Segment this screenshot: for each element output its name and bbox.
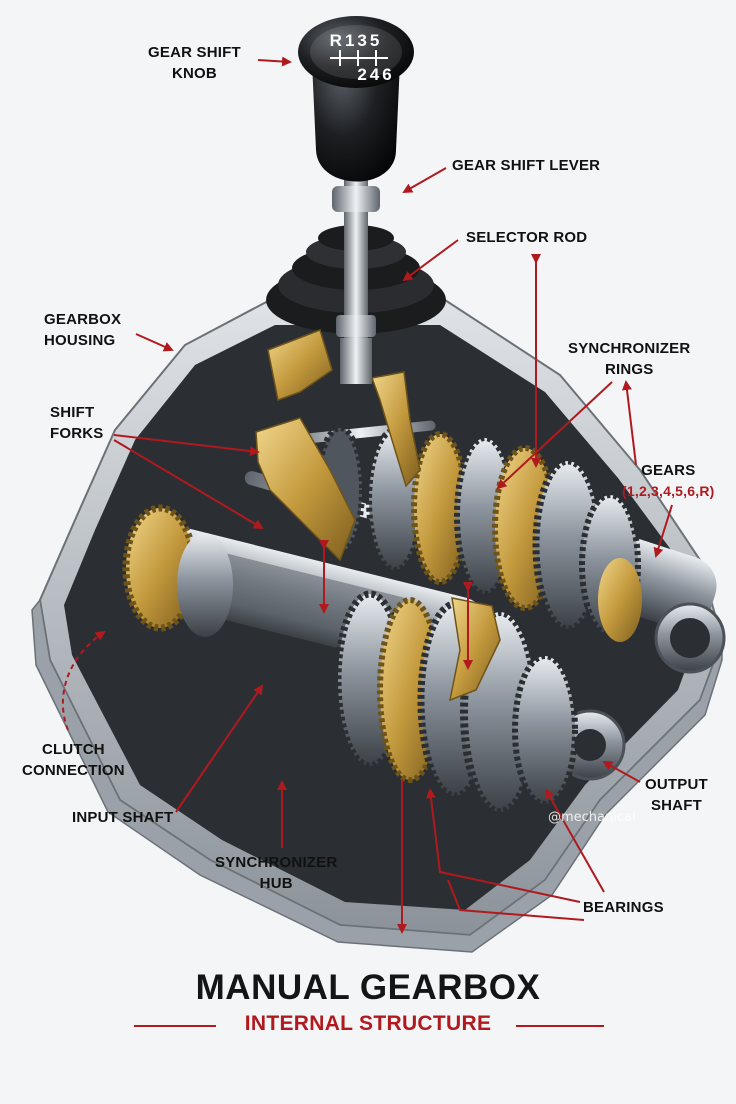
arrow-gears-1 [621, 380, 637, 466]
label-output-shaft: OUTPUT SHAFT [645, 774, 708, 816]
label-gears-line1: GEARS [641, 462, 696, 479]
label-gearbox-housing-line1: GEARBOX [44, 311, 122, 328]
label-gear-shift-knob: GEAR SHIFT KNOB [148, 42, 241, 84]
shift-forks [255, 329, 501, 702]
label-gear-shift-lever-line1: GEAR SHIFT LEVER [452, 157, 601, 174]
arrow-output-shaft [602, 761, 641, 783]
arrow-housing [135, 333, 174, 352]
arrow-selector-rod [402, 239, 459, 282]
subtitle-rule-right [516, 1025, 604, 1027]
label-bearings: BEARINGS [583, 897, 664, 918]
label-synchronizer-hub: SYNCHRONIZER HUB [215, 852, 337, 894]
arrow-forks-2 [113, 439, 264, 530]
arrow-bearings-3 [447, 879, 585, 921]
shift-pattern-bottom: 246 [357, 65, 394, 84]
label-gearbox-housing: GEARBOX HOUSING [44, 309, 121, 351]
arrow-gears-2 [653, 504, 673, 558]
watermark: @mechanical [548, 810, 636, 825]
arrow-input-shaft [175, 684, 264, 813]
label-shift-forks-line2: FORKS [50, 425, 104, 442]
label-clutch-connection: CLUTCH CONNECTION [22, 739, 125, 781]
shift-pattern-top: R135 [330, 31, 383, 50]
diagram-title: MANUAL GEARBOX [195, 968, 541, 1007]
label-selector-rod-line1: SELECTOR ROD [466, 229, 588, 246]
arrow-knob [257, 56, 292, 67]
label-synchronizer-hub-line2: HUB [259, 875, 293, 892]
gear-shift-lever [332, 180, 380, 384]
label-gear-shift-knob-line1: GEAR SHIFT [148, 44, 241, 61]
label-selector-rod: SELECTOR ROD [466, 227, 587, 248]
arrow-sync-rings [496, 381, 613, 490]
label-synchronizer-rings-line1: SYNCHRONIZER [568, 340, 691, 357]
label-synchronizer-rings: SYNCHRONIZER RINGS [568, 338, 690, 380]
subtitle-rule-left [134, 1025, 216, 1027]
gear-stack-lower [122, 504, 578, 816]
label-shift-forks-line1: SHIFT [50, 404, 95, 421]
label-input-shaft: INPUT SHAFT [72, 807, 173, 828]
label-clutch-connection-line2: CONNECTION [22, 762, 125, 779]
label-output-shaft-line1: OUTPUT [645, 776, 708, 793]
label-bearings-line1: BEARINGS [583, 899, 664, 916]
diagram-subtitle: INTERNAL STRUCTURE [244, 1012, 492, 1035]
gear-shift-knob: R135 246 [298, 16, 414, 182]
label-synchronizer-rings-line2: RINGS [604, 361, 654, 378]
arrow-clutch [61, 630, 106, 731]
label-gears-detail: (1,2,3,4,5,6,R) [622, 483, 715, 499]
label-synchronizer-hub-line1: SYNCHRONIZER [215, 854, 338, 871]
label-shift-forks: SHIFT FORKS [50, 402, 104, 444]
label-input-shaft-line1: INPUT SHAFT [72, 809, 174, 826]
arrow-bearings-2 [545, 788, 605, 893]
callout-arrows [61, 56, 673, 934]
arrow-forks-1 [113, 434, 260, 457]
arrow-lever [402, 167, 447, 193]
label-output-shaft-line2: SHAFT [650, 797, 702, 814]
label-gear-shift-lever: GEAR SHIFT LEVER [452, 155, 600, 176]
label-gear-shift-knob-line2: KNOB [171, 65, 217, 82]
arrow-bearings-1 [426, 788, 581, 903]
label-gearbox-housing-line2: HOUSING [44, 332, 116, 349]
label-gears: GEARS (1,2,3,4,5,6,R) [622, 460, 715, 502]
label-clutch-connection-line1: CLUTCH [41, 741, 105, 758]
